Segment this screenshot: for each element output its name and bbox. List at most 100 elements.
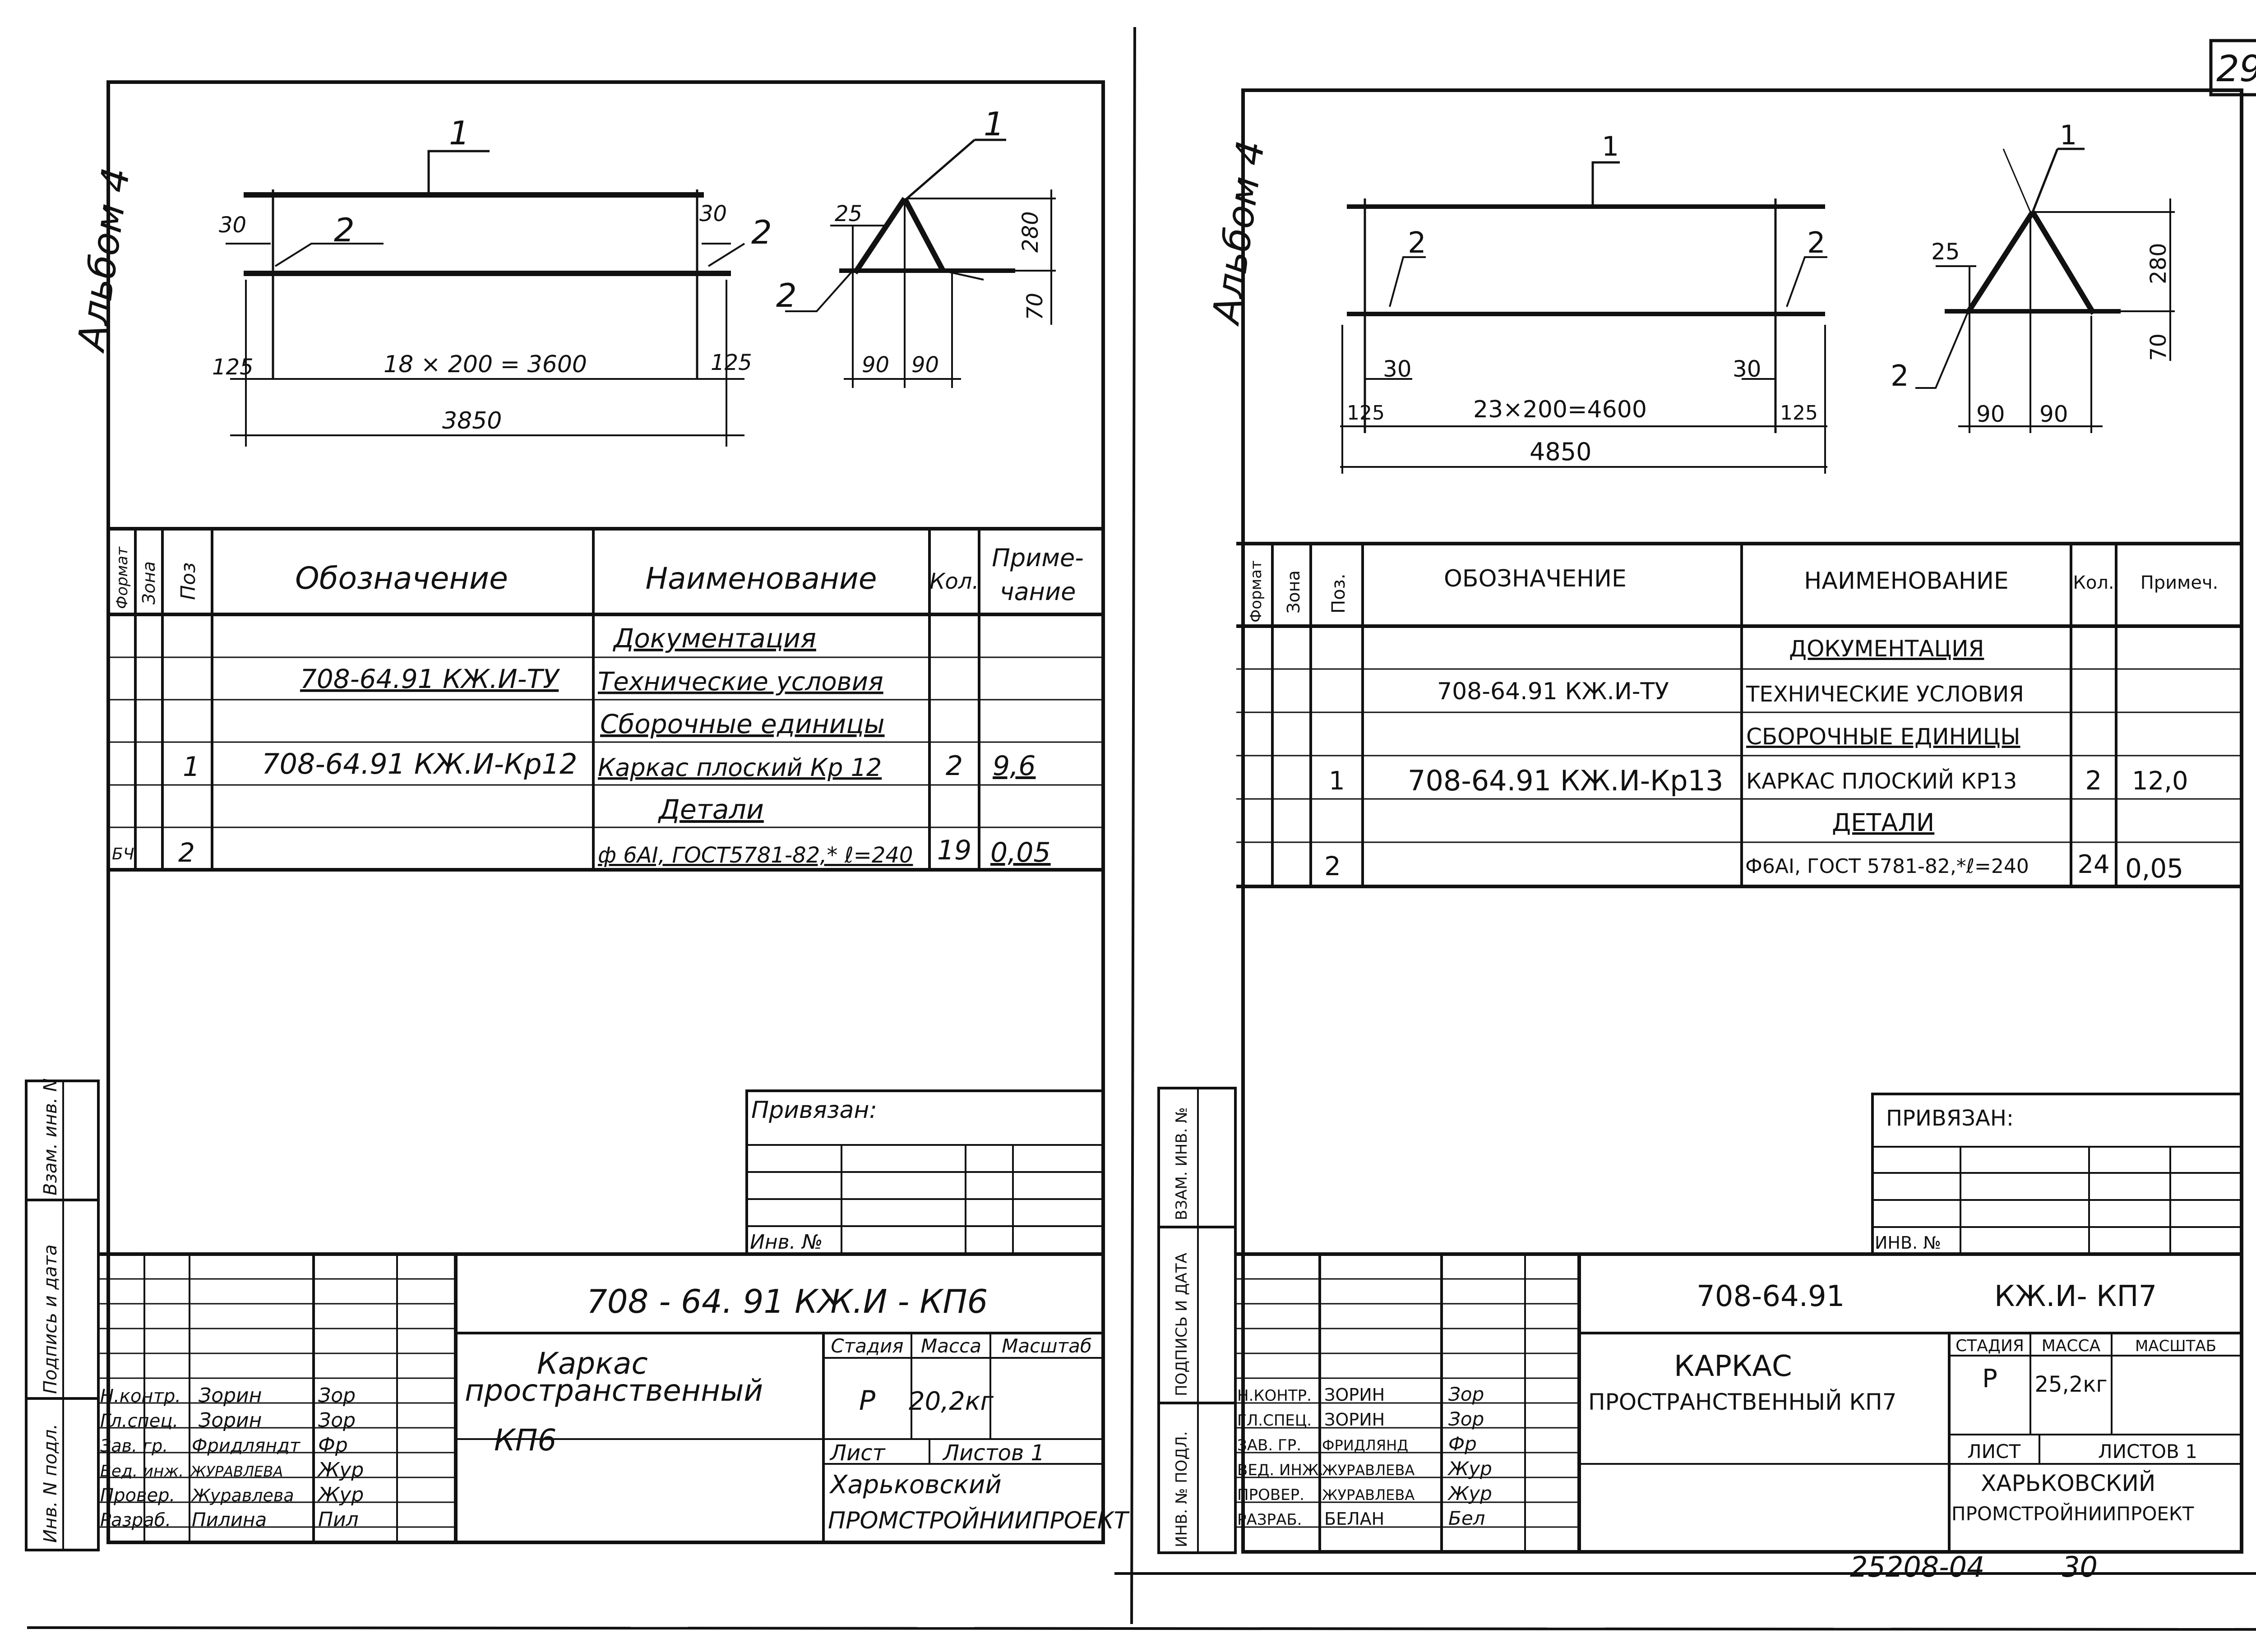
signature: Жур — [1447, 1458, 1492, 1480]
side-stamp — [1157, 1087, 1237, 1554]
signer-name: ФРИДЛЯНД — [1322, 1437, 1408, 1454]
row-designation: 708-64.91 КЖ.И-Кр12 — [262, 748, 577, 780]
signer-role: РАЗРАБ. — [1237, 1511, 1302, 1529]
row-name: ДОКУМЕНТАЦИЯ — [1789, 636, 1984, 662]
column-header: Формат — [113, 546, 131, 609]
row-qty: 2 — [946, 750, 963, 782]
signature: Бел — [1448, 1507, 1485, 1529]
mass-label: Масса — [921, 1335, 981, 1357]
span-dimension: 18 × 200 = 3600 — [384, 351, 587, 378]
row-pos: 2 — [178, 837, 195, 868]
signature: Зор — [1448, 1383, 1484, 1405]
drawing-title: пространственный — [465, 1373, 763, 1408]
scale-label: МАСШТАБ — [2135, 1337, 2216, 1355]
side-stamp-label: Инв. N подл. — [40, 1424, 61, 1543]
sheet-code: 25208-04 — [1850, 1550, 1985, 1583]
row-note: 0,05 — [2125, 853, 2183, 884]
column-header: ОБОЗНАЧЕНИЕ — [1444, 565, 1627, 592]
column-header: Поз — [177, 563, 200, 600]
dimension-label: 30 — [1383, 356, 1412, 382]
signer-name: ЖУРАВЛЕВА — [1322, 1486, 1415, 1504]
column-header: Кол. — [929, 569, 979, 594]
signer-role: Гл.спец. — [100, 1411, 178, 1431]
mass-value: 25,2кг — [2034, 1372, 2107, 1397]
sheet-number: 30 — [2062, 1550, 2098, 1583]
drawing-title: Каркас — [537, 1346, 648, 1381]
stage-label: СТАДИЯ — [1956, 1337, 2024, 1355]
drawing-code: 708-64.91 — [1697, 1280, 1845, 1313]
row-name: Ф6АI, ГОСТ 5781-82,*ℓ=240 — [1745, 855, 2029, 878]
dimension-label: 125 — [1780, 401, 1818, 425]
signer-role: Провер. — [100, 1485, 175, 1506]
dimension-label: 280 — [2146, 243, 2171, 284]
left-sheet: Альбом 4 1 2 2 30 30 125 125 18 × 200 = … — [25, 80, 1130, 1551]
dimension-label: 90 — [1976, 401, 2005, 427]
side-stamp-label: ИНВ. № ПОДЛ. — [1173, 1431, 1191, 1547]
mass-label: МАССА — [2042, 1337, 2101, 1355]
binding-label: ПРИВЯЗАН: — [1886, 1106, 2014, 1131]
signature: Зор — [1448, 1408, 1484, 1430]
row-name: ДЕТАЛИ — [1832, 808, 1934, 837]
organization: ПРОМСТРОЙНИИПРОЕКТ — [1951, 1502, 2194, 1525]
dimension-label: 30 — [219, 212, 246, 238]
signer-name: ЗОРИН — [1324, 1410, 1385, 1430]
specification-table — [108, 527, 1103, 872]
frame-section-drawing — [1915, 148, 2175, 433]
frame-elevation-drawing — [226, 150, 745, 447]
signature: Фр — [318, 1434, 348, 1457]
dimension-label: 125 — [711, 350, 752, 375]
signer-name: БЕЛАН — [1324, 1509, 1384, 1529]
row-name: ф 6AI, ГОСТ5781-82,* ℓ=240 — [598, 843, 913, 868]
column-header: Примеч. — [2140, 572, 2219, 593]
signer-name: ЗОРИН — [1324, 1385, 1385, 1405]
row-note: 0,05 — [990, 837, 1051, 868]
dimension-label: 70 — [2146, 333, 2171, 361]
column-header: Поз. — [1328, 573, 1349, 614]
signer-name: Зорин — [199, 1384, 262, 1407]
position-label: 2 — [751, 213, 772, 251]
signer-role: ПРОВЕР. — [1237, 1486, 1304, 1504]
row-pos: 1 — [1329, 766, 1345, 796]
drawing-title: КАРКАС — [1674, 1350, 1792, 1383]
mass-value: 20,2кг — [909, 1387, 994, 1416]
dimension-label: 125 — [212, 355, 254, 380]
signer-role: ГЛ.СПЕЦ. — [1237, 1412, 1312, 1430]
row-note: 9,6 — [993, 750, 1036, 782]
dimension-label: 25 — [835, 201, 862, 226]
dimension-label: 90 — [2039, 401, 2068, 427]
position-label: 1 — [449, 114, 470, 152]
scale-label: Масштаб — [1002, 1335, 1092, 1357]
dimension-label: 70 — [1022, 293, 1048, 320]
side-stamp — [25, 1080, 100, 1551]
sheets-label: Листов 1 — [942, 1440, 1045, 1466]
organization: ХАРЬКОВСКИЙ — [1981, 1470, 2155, 1496]
signatures-list: Н.контр. Зорин Зор Гл.спец. Зорин Зор За… — [100, 1384, 364, 1531]
title-block — [98, 1252, 1103, 1542]
signer-name: ЖУРАВЛЕВА — [190, 1463, 283, 1480]
stage-label: Стадия — [831, 1335, 903, 1357]
signature: Зор — [318, 1409, 356, 1432]
column-header: Наименование — [646, 561, 877, 596]
signature: Жур — [317, 1458, 364, 1481]
column-header: Зона — [139, 561, 159, 605]
signer-role: ВЕД. ИНЖ. — [1237, 1461, 1323, 1479]
frame-section-drawing — [785, 138, 1056, 388]
position-label: 2 — [1408, 226, 1426, 260]
dimension-label: 30 — [699, 201, 727, 226]
drawing-title: КП6 — [494, 1423, 556, 1458]
total-dimension: 4850 — [1530, 438, 1591, 466]
organization: ПРОМСТРОЙНИИПРОЕКТ — [828, 1507, 1130, 1534]
side-stamp-label: Подпись и дата — [40, 1245, 61, 1394]
title-block — [1235, 1252, 2242, 1552]
frame-elevation-drawing — [1340, 161, 1827, 474]
sheet-label: Лист — [829, 1440, 886, 1466]
row-name: ТЕХНИЧЕСКИЕ УСЛОВИЯ — [1746, 682, 2024, 707]
signer-role: Зав. гр. — [100, 1436, 168, 1456]
drawing-code: 708 - 64. 91 КЖ.И - КП6 — [587, 1283, 988, 1320]
column-header: чание — [1000, 577, 1076, 606]
row-name: Детали — [657, 794, 764, 826]
row-name: Сборочные единицы — [600, 709, 885, 739]
dimension-label: 280 — [1018, 211, 1043, 253]
stage-value: Р — [1982, 1364, 1997, 1394]
